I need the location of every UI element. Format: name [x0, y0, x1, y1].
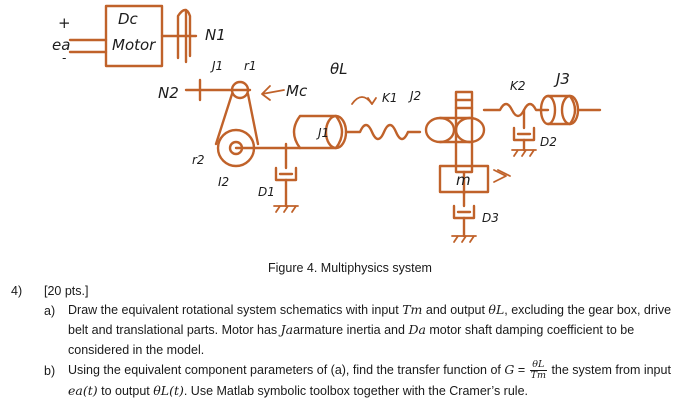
i2-label: I2: [218, 175, 229, 189]
multiphysics-sketch: + ea - Dc Motor N1 N2 J1 r1 Mc r2 I2: [52, 4, 602, 243]
ja-symbol: Ja: [280, 322, 294, 337]
theta-l-symbol: θL: [488, 302, 505, 317]
d1-label: D1: [258, 185, 275, 199]
m-label: m: [456, 171, 471, 189]
tm-symbol: Tm: [402, 302, 423, 317]
belt-drive: r2 I2: [192, 92, 260, 189]
gear-n2: N2 J1 r1 Mc: [158, 59, 308, 102]
cylinder-j3: J3: [539, 70, 602, 126]
ea-minus-label: -: [62, 51, 66, 65]
theta-l-label: θL: [330, 60, 348, 78]
r2-label: r2: [192, 153, 205, 167]
j1-label: J1: [210, 59, 223, 73]
ea-t-symbol: ea(t): [68, 383, 98, 399]
question-number: 4): [11, 284, 23, 298]
part-a-text: Draw the equivalent rotational system sc…: [68, 302, 672, 357]
jl-box-label: J1: [316, 126, 329, 140]
dc-label: Dc: [118, 10, 139, 28]
n1-label: N1: [205, 26, 226, 44]
thetal-t-symbol: θL(t): [153, 383, 184, 399]
mc-label: Mc: [286, 82, 308, 100]
r1-label: r1: [244, 59, 257, 73]
d3-label: D3: [482, 211, 499, 225]
spring-k2: K2 D2: [482, 79, 557, 157]
spring-k1: θL K1: [330, 60, 422, 141]
k2-label: K2: [510, 79, 526, 93]
part-a-label: a): [44, 304, 56, 318]
mass-m: m D3: [438, 164, 511, 243]
motor-label: Motor: [112, 36, 156, 54]
da-symbol: Da: [408, 322, 426, 337]
ea-label: ea: [52, 36, 70, 54]
part-b-label: b): [44, 364, 56, 378]
shaft-1: D1: [234, 142, 302, 213]
question-points: [20 pts.]: [44, 284, 89, 298]
ea-plus-label: +: [58, 14, 71, 32]
cylinder-j1: J1: [292, 114, 348, 150]
g-symbol: G: [504, 362, 515, 377]
dc-motor: + ea - Dc Motor: [52, 4, 164, 68]
disk-j2: J2: [408, 89, 486, 174]
d2-label: D2: [540, 135, 557, 149]
figure-caption: Figure 4. Multiphysics system: [268, 261, 432, 275]
gear-n1: N1: [160, 8, 226, 64]
k1-label: K1: [382, 91, 398, 105]
j3-label: J3: [553, 70, 570, 88]
n2-label: N2: [158, 84, 179, 102]
j2-label: J2: [408, 89, 421, 103]
part-b-text: Using the equivalent component parameter…: [68, 359, 671, 399]
